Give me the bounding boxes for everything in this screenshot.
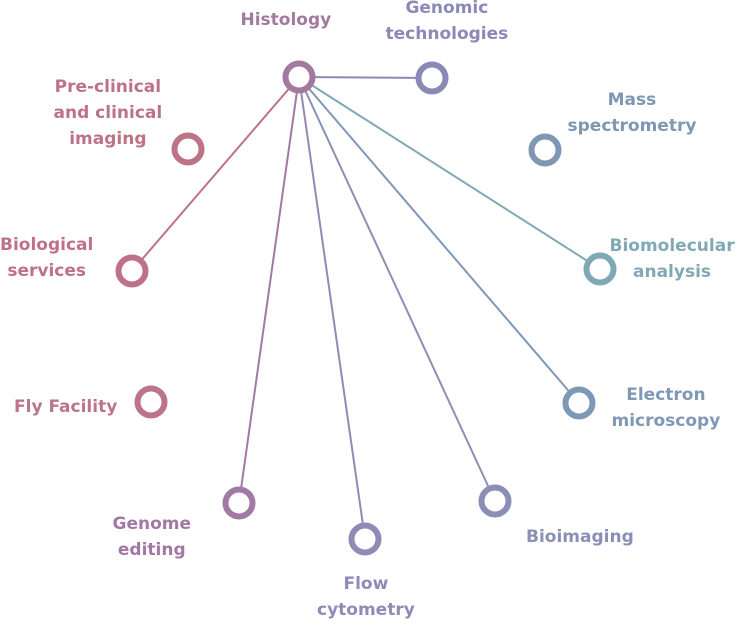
node-label-line: Genome bbox=[112, 514, 192, 534]
node-label-biomolecular-analysis: Biomolecular analysis bbox=[610, 233, 735, 285]
node-ring-electron-microscopy bbox=[562, 386, 596, 420]
node-ring-flow-cytometry bbox=[348, 522, 382, 556]
edge-histology-biomolecular-analysis bbox=[298, 76, 601, 270]
node-label-line: Flow bbox=[343, 574, 389, 594]
node-label-line: Genomic bbox=[405, 0, 489, 18]
edge-histology-genomic-technologies bbox=[298, 76, 433, 79]
node-label-pre-clinical-imaging: Pre-clinical and clinical imaging bbox=[54, 74, 163, 152]
edge-histology-electron-microscopy bbox=[298, 76, 580, 404]
node-ring-genome-editing bbox=[222, 486, 256, 520]
node-label-line: microscopy bbox=[611, 411, 721, 431]
node-ring-biological-services bbox=[115, 254, 149, 288]
node-rings bbox=[115, 60, 617, 556]
node-label-mass-spectrometry: Mass spectrometry bbox=[568, 87, 697, 139]
node-label-line: analysis bbox=[633, 262, 712, 282]
node-label-fly-facility: Fly Facility bbox=[14, 394, 117, 420]
node-ring-mass-spectrometry bbox=[528, 133, 562, 167]
node-label-line: editing bbox=[117, 540, 186, 560]
node-label-flow-cytometry: Flow cytometry bbox=[317, 571, 415, 623]
node-label-line: Bioimaging bbox=[526, 527, 634, 547]
node-label-line: cytometry bbox=[317, 600, 415, 620]
node-label-biological-services: Biological services bbox=[0, 232, 93, 284]
node-label-line: Biomolecular bbox=[609, 236, 735, 256]
node-label-bioimaging: Bioimaging bbox=[526, 524, 634, 550]
node-label-histology: Histology bbox=[241, 7, 332, 33]
edge-histology-flow-cytometry bbox=[298, 76, 366, 540]
node-label-line: technologies bbox=[385, 24, 509, 44]
node-label-line: imaging bbox=[69, 129, 147, 149]
node-label-genome-editing: Genome editing bbox=[113, 511, 192, 563]
connection-lines bbox=[131, 76, 601, 540]
node-label-line: Pre-clinical bbox=[54, 77, 162, 97]
node-label-line: spectrometry bbox=[567, 116, 697, 136]
node-label-line: Mass bbox=[607, 90, 657, 110]
node-ring-histology bbox=[282, 60, 316, 94]
node-label-line: and clinical bbox=[53, 103, 163, 123]
node-ring-pre-clinical-imaging bbox=[171, 132, 205, 166]
node-ring-biomolecular-analysis bbox=[583, 252, 617, 286]
node-label-electron-microscopy: Electron microscopy bbox=[612, 382, 721, 434]
node-label-genomic-technologies: Genomic technologies bbox=[386, 0, 509, 47]
node-ring-bioimaging bbox=[478, 484, 512, 518]
node-label-line: Biological bbox=[0, 235, 94, 255]
node-label-line: Fly Facility bbox=[14, 397, 118, 417]
edge-histology-biological-services bbox=[131, 76, 300, 272]
node-label-line: Histology bbox=[240, 10, 332, 30]
node-ring-fly-facility bbox=[134, 385, 168, 419]
node-label-line: services bbox=[7, 261, 86, 281]
edge-histology-bioimaging bbox=[298, 76, 496, 502]
node-ring-genomic-technologies bbox=[415, 61, 449, 95]
edge-histology-genome-editing bbox=[238, 76, 300, 504]
node-label-line: Electron bbox=[626, 385, 706, 405]
